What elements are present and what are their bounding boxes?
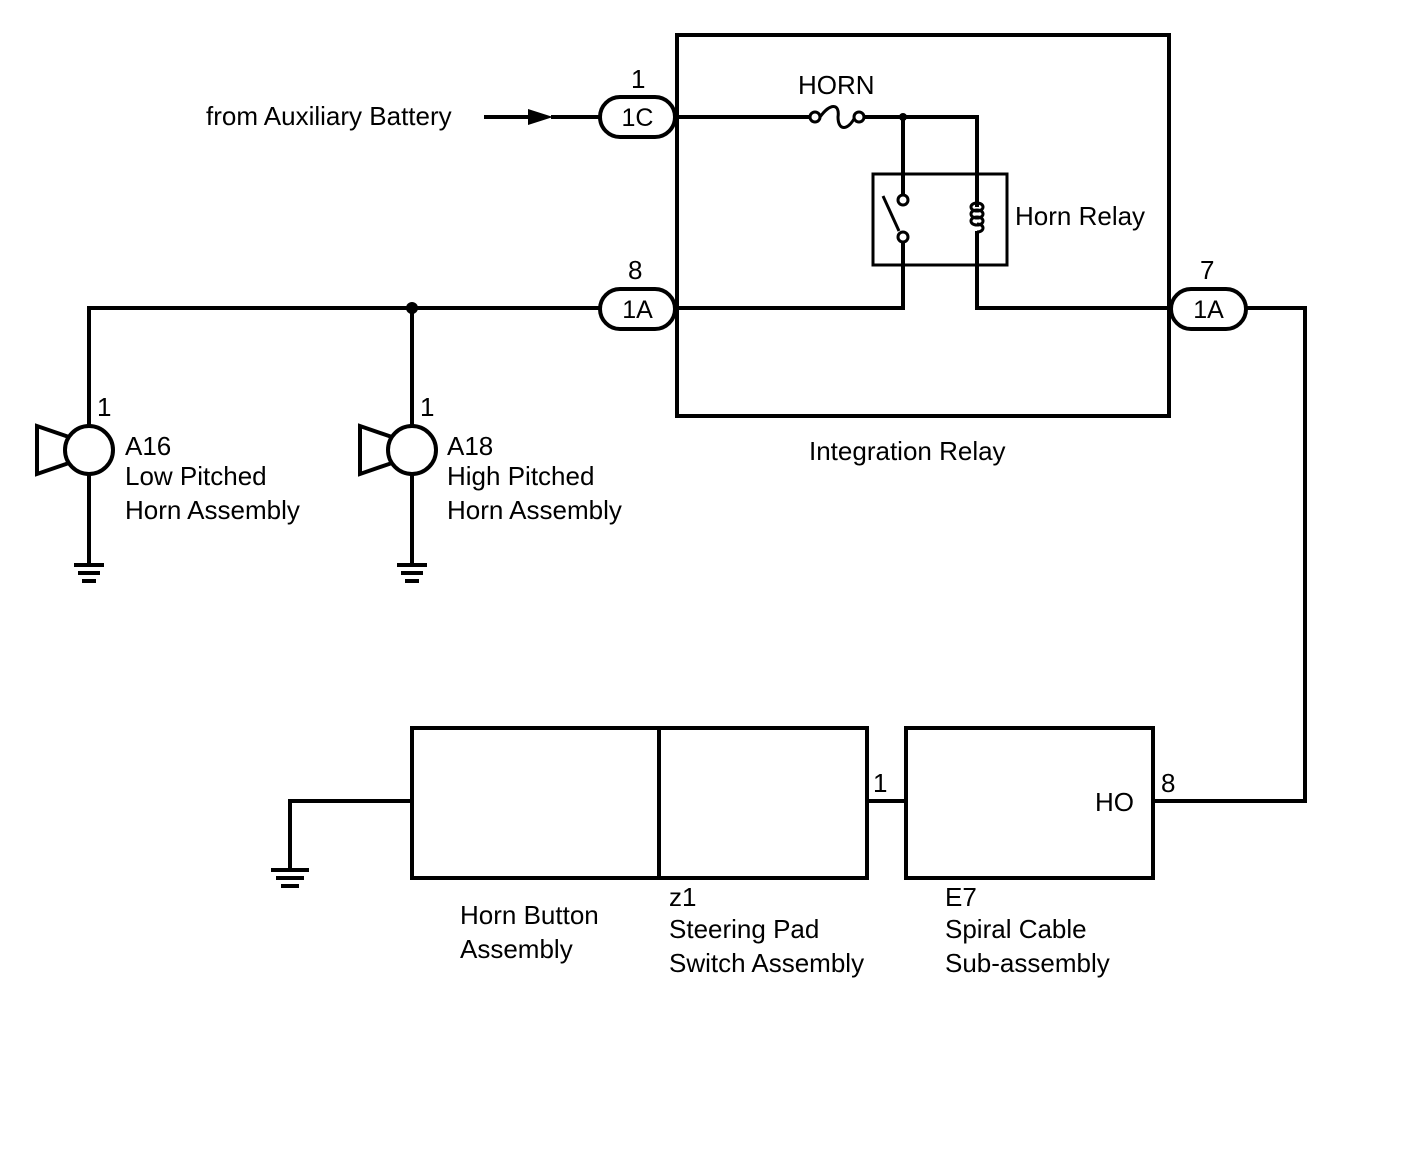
- high-horn-name-2: Horn Assembly: [447, 495, 622, 525]
- steering-pad-name-2: Switch Assembly: [669, 948, 864, 978]
- horn-icon: [358, 423, 392, 477]
- horn-button-name-2: Assembly: [460, 934, 573, 964]
- low-horn-name-1: Low Pitched: [125, 461, 267, 491]
- horn-icon: [35, 423, 69, 477]
- horn-bus: [87, 302, 602, 429]
- connector-1a-right-code: 1A: [1193, 296, 1224, 324]
- junction-dot: [899, 113, 907, 121]
- source-label: from Auxiliary Battery: [206, 101, 452, 131]
- steering-pad-code: z1: [669, 882, 696, 912]
- high-horn-code: A18: [447, 431, 493, 461]
- relay-coil-icon: [969, 201, 985, 234]
- steering-pad-name-1: Steering Pad: [669, 914, 819, 944]
- integration-relay-internal-wiring: [673, 113, 1173, 310]
- integration-relay-box: [675, 33, 1171, 418]
- connector-1a-left: 8 1A: [598, 255, 677, 331]
- horn-fuse: HORN: [798, 70, 875, 129]
- spiral-cable-name-1: Spiral Cable: [945, 914, 1087, 944]
- connector-1a-right: 7 1A: [1169, 255, 1248, 331]
- spiral-cable-sub-assembly: HO 8 E7 Spiral Cable Sub-assembly: [904, 726, 1175, 978]
- spiral-cable-pin: 8: [1161, 768, 1175, 798]
- spiral-cable-name-2: Sub-assembly: [945, 948, 1110, 978]
- connector-1a-left-pin: 8: [628, 255, 642, 285]
- integration-relay-label: Integration Relay: [809, 436, 1006, 466]
- high-horn-name-1: High Pitched: [447, 461, 594, 491]
- connector-1a-right-pin: 7: [1200, 255, 1214, 285]
- horn-relay: Horn Relay: [871, 172, 1145, 267]
- steering-pad-box: [410, 726, 869, 880]
- steering-pad-pin: 1: [873, 768, 887, 798]
- ground-icon: [74, 563, 104, 583]
- ground-icon: [271, 868, 309, 888]
- low-horn-pin: 1: [97, 392, 111, 422]
- connector-1c-pin: 1: [631, 64, 645, 94]
- connector-1c-code: 1C: [622, 104, 654, 132]
- low-horn-code: A16: [125, 431, 171, 461]
- ground-icon: [397, 563, 427, 583]
- input-arrow-icon: [528, 109, 553, 125]
- horn-fuse-label: HORN: [798, 70, 875, 100]
- horn-relay-box: [871, 172, 1009, 267]
- connector-1a-left-code: 1A: [622, 296, 653, 324]
- relay-to-spiral-cable-wire: [1151, 306, 1307, 803]
- low-horn-name-2: Horn Assembly: [125, 495, 300, 525]
- low-pitched-horn: 1 A16 Low Pitched Horn Assembly: [35, 392, 300, 583]
- horn-button-assembly: Horn Button Assembly: [271, 799, 599, 964]
- high-horn-pin: 1: [420, 392, 434, 422]
- connector-1c: 1 1C: [598, 64, 677, 139]
- relay-switch-icon: [881, 195, 901, 232]
- auxiliary-battery-input: from Auxiliary Battery: [206, 101, 602, 131]
- fuse-icon: [818, 105, 857, 129]
- spiral-cable-code: E7: [945, 882, 977, 912]
- spiral-cable-terminal: HO: [1095, 787, 1134, 817]
- integration-relay: Integration Relay 1 1C 8 1A 7 1A: [598, 33, 1248, 466]
- spiral-cable-box: [904, 726, 1155, 880]
- horn-button-name-1: Horn Button: [460, 900, 599, 930]
- high-pitched-horn: 1 A18 High Pitched Horn Assembly: [358, 392, 622, 583]
- horn-relay-label: Horn Relay: [1015, 201, 1145, 231]
- junction-dot: [406, 302, 418, 314]
